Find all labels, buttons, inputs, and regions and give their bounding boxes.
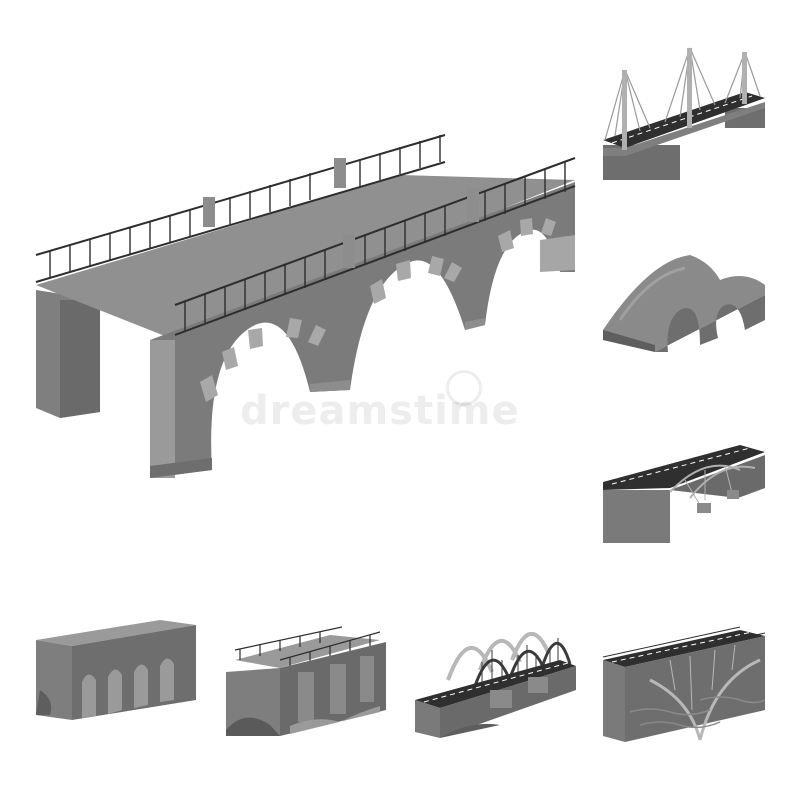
tied-arch-bridge-icon (415, 631, 576, 738)
aqueduct-bridge-icon (36, 620, 196, 720)
watermark-text: dreamstime (240, 388, 520, 434)
steel-arch-river-bridge-icon (602, 626, 766, 742)
arch-support-road-bridge-icon (603, 445, 765, 543)
humpback-stone-bridge-icon (603, 255, 765, 352)
cable-stayed-bridge-icon (603, 47, 765, 180)
railing-river-bridge-icon (226, 626, 386, 736)
watermark-logo-icon (446, 370, 482, 406)
stone-arch-bridge-main-icon (35, 134, 576, 478)
